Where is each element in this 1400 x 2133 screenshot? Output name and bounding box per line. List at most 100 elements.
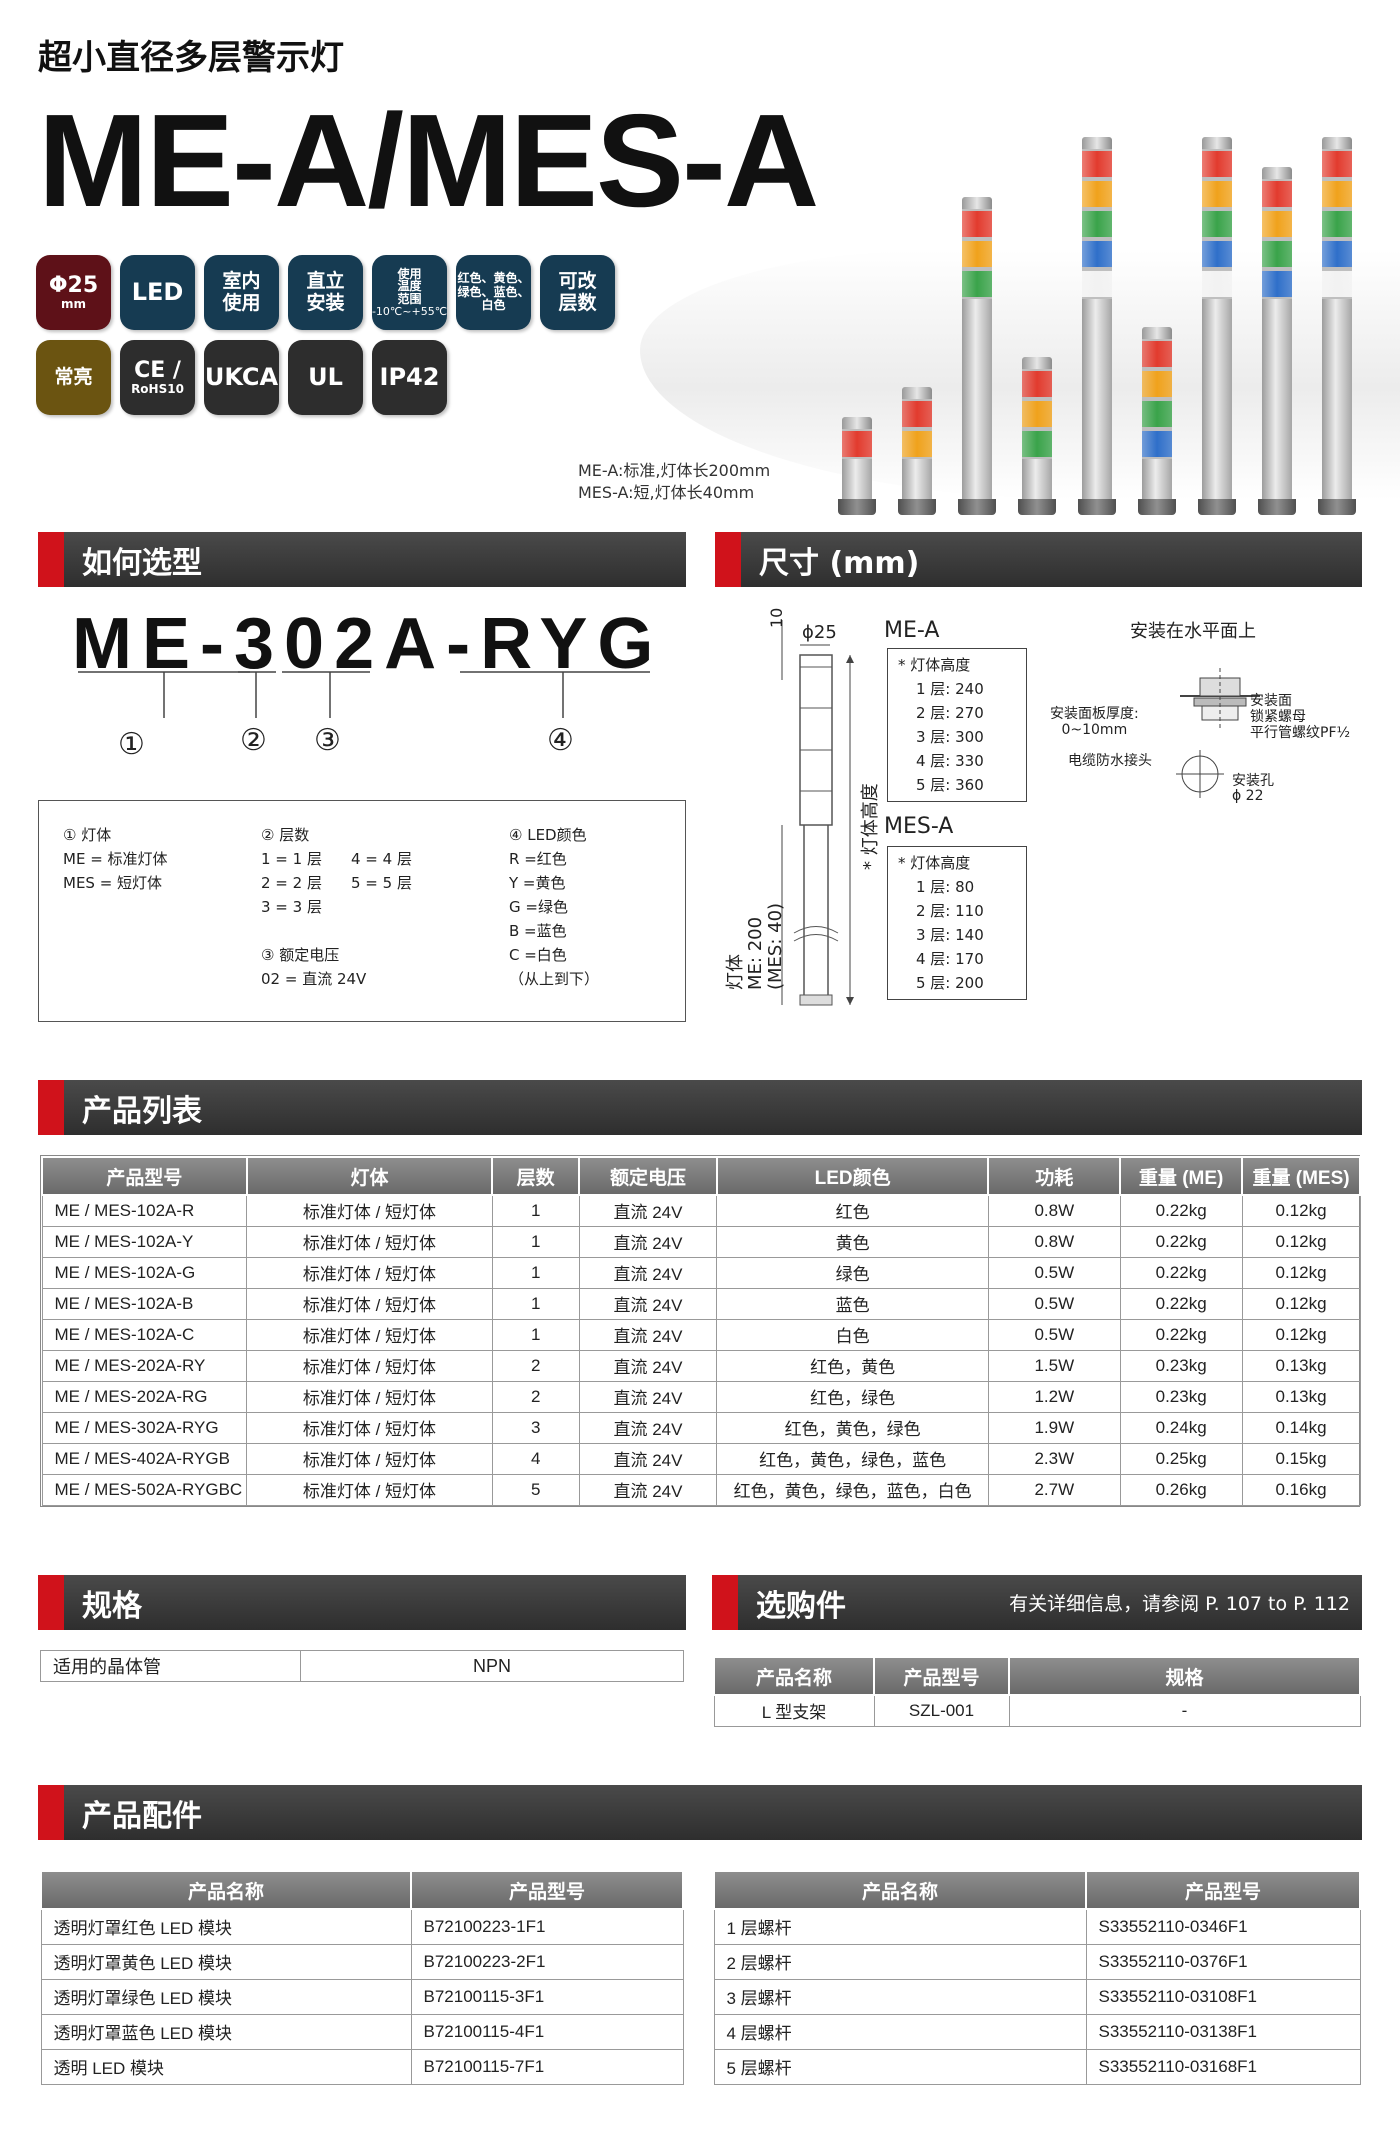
table-cell: B72100115-7F1 <box>410 2048 684 2085</box>
legend-tiers-2: 2 = 2 层 <box>261 874 322 892</box>
spec-label: 适用的晶体管 <box>40 1650 301 1682</box>
table-cell: 0.24kg <box>1119 1411 1243 1444</box>
tower-tier-yellow <box>902 429 932 459</box>
badge-ukca-label: UKCA <box>204 362 279 391</box>
table-cell: S33552110-03138F1 <box>1085 2013 1361 2050</box>
table-row: 适用的晶体管 NPN <box>40 1650 684 1682</box>
table-cell: ME / MES-202A-RY <box>41 1349 248 1382</box>
tower-cap <box>1202 137 1232 149</box>
tower-pole <box>1022 459 1052 499</box>
tower-cap <box>1082 137 1112 149</box>
table-cell: 0.13kg <box>1241 1349 1361 1382</box>
me-a-label: ME-A <box>884 618 940 643</box>
tower-tier-yellow <box>1022 399 1052 429</box>
mes-height-3: 3 层: 140 <box>916 926 984 944</box>
tower-tier-green <box>1082 209 1112 239</box>
table-cell: 0.15kg <box>1241 1442 1361 1475</box>
legend-tiers-5: 5 = 5 层 <box>351 874 412 892</box>
badge-ce-label: CE / <box>134 357 181 383</box>
table-cell: 红色，黄色 <box>716 1349 989 1382</box>
install-drawing <box>1176 668 1260 798</box>
table-cell: 0.13kg <box>1241 1380 1361 1413</box>
note-me: ME-A:标准,灯体长200mm <box>578 461 771 480</box>
badge-ukca: UKCA <box>204 340 279 415</box>
table-header-row: 产品名称 产品型号 <box>40 1870 684 1910</box>
col-product-model: 产品型号 <box>410 1870 684 1910</box>
table-cell: 透明灯罩黄色 LED 模块 <box>40 1943 412 1980</box>
table-cell: 直流 24V <box>578 1380 718 1413</box>
table-cell: ME / MES-102A-G <box>41 1256 248 1289</box>
tower-tier-blue <box>1322 239 1352 269</box>
table-cell: 1.5W <box>987 1349 1121 1382</box>
table-header-row: 产品名称 产品型号 <box>713 1870 1361 1910</box>
tower-tier-yellow <box>1202 179 1232 209</box>
tower-tier-red <box>842 429 872 459</box>
badge-steady-label: 常亮 <box>54 365 93 388</box>
legend-body-title: ① 灯体 <box>63 826 112 844</box>
table-cell: ME / MES-102A-B <box>41 1287 248 1320</box>
column-header: 层数 <box>491 1156 581 1196</box>
signal-tower <box>1078 137 1116 515</box>
tower-tier-green <box>1262 239 1292 269</box>
tower-tier-yellow <box>1262 209 1292 239</box>
mes-height-1: 1 层: 80 <box>916 878 975 896</box>
tower-base <box>1078 499 1116 515</box>
tower-cap <box>1322 137 1352 149</box>
signal-tower <box>958 197 996 515</box>
tower-tier-red <box>902 399 932 429</box>
table-cell: B72100223-2F1 <box>410 1943 684 1980</box>
badge-colors-l1: 红色、黄色、 <box>457 270 530 285</box>
table-cell: 0.5W <box>987 1318 1121 1351</box>
tower-cap <box>962 197 992 209</box>
install-title: 安装在水平面上 <box>1130 621 1256 642</box>
table-cell: 0.5W <box>987 1287 1121 1320</box>
legend-color-r: R =红色 <box>509 850 567 868</box>
table-cell: 直流 24V <box>578 1225 718 1258</box>
section-product-list: 产品列表 <box>38 1080 1362 1135</box>
table-cell: 透明灯罩绿色 LED 模块 <box>40 1978 412 2015</box>
legend-tiers-1: 1 = 1 层 <box>261 850 322 868</box>
table-cell: 0.22kg <box>1119 1318 1243 1351</box>
badge-temp-l4: -10℃~+55℃ <box>371 304 448 318</box>
table-cell: 0.12kg <box>1241 1287 1361 1320</box>
tower-tier-red <box>1082 149 1112 179</box>
table-cell: 2 层螺杆 <box>713 1943 1087 1980</box>
table-cell: 1 <box>491 1256 580 1289</box>
tower-pole <box>1202 299 1232 499</box>
page-subtitle: 超小直径多层警示灯 <box>38 38 344 78</box>
tower-cap <box>842 417 872 429</box>
table-cell: 红色，黄色，绿色，蓝色，白色 <box>716 1473 989 1506</box>
tower-pole <box>902 459 932 499</box>
table-cell: 直流 24V <box>578 1349 718 1382</box>
table-cell: ME / MES-102A-R <box>41 1194 248 1227</box>
tower-pole <box>1082 299 1112 499</box>
badge-temp-l3: 范围 <box>397 292 422 307</box>
dim-phi25: ϕ25 <box>802 622 837 643</box>
table-cell: 3 <box>491 1411 580 1444</box>
col-product-name: 产品名称 <box>713 1656 875 1696</box>
table-cell: S33552110-0346F1 <box>1085 1908 1361 1945</box>
tower-tier-green <box>1202 209 1232 239</box>
table-cell: 蓝色 <box>716 1287 989 1320</box>
badge-ip42-label: IP42 <box>379 362 440 391</box>
table-cell: 标准灯体 / 短灯体 <box>246 1318 493 1351</box>
mount-hole-dia: ϕ 22 <box>1232 788 1264 804</box>
option-model: SZL-001 <box>873 1694 1010 1727</box>
legend-body-mes: MES = 短灯体 <box>63 874 163 892</box>
table-cell: 黄色 <box>716 1225 989 1258</box>
table-cell: 标准灯体 / 短灯体 <box>246 1349 493 1382</box>
tower-base <box>1258 499 1296 515</box>
table-cell: 1 层螺杆 <box>713 1908 1087 1945</box>
table-cell: B72100223-1F1 <box>410 1908 684 1945</box>
tower-pole <box>1142 459 1172 499</box>
tower-tier-yellow <box>1142 369 1172 399</box>
column-header: 灯体 <box>245 1156 494 1196</box>
